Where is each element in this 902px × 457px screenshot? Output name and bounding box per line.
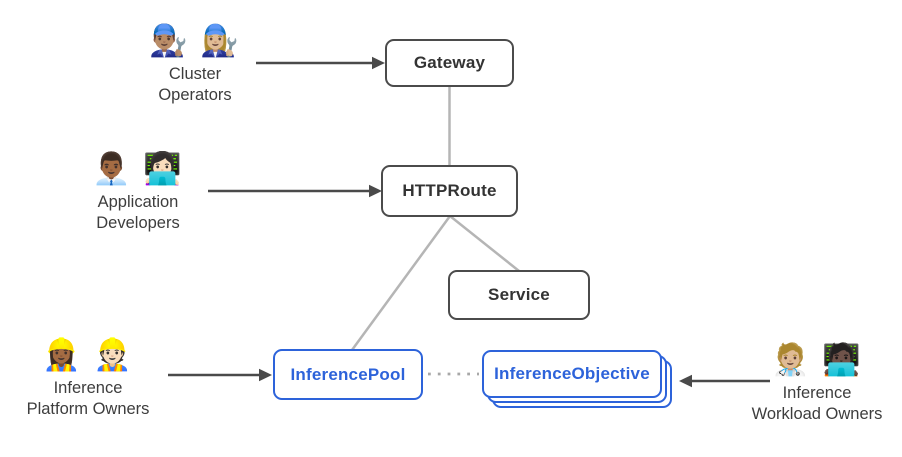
inference-workload-owners-emoji: 🧑🏼‍⚕️ 🧑🏿‍💻: [771, 342, 863, 377]
application-developers-emoji: 👨🏾‍💼 👩🏻‍💻: [92, 151, 184, 186]
node-gateway: Gateway: [385, 39, 514, 87]
arrow-platform-owners-to-inferencepool: [168, 368, 272, 382]
node-inferenceobjective: InferenceObjective: [482, 350, 674, 410]
node-inferenceobjective-front: InferenceObjective: [482, 350, 662, 398]
edge-httproute-inferencepool: [350, 215, 452, 351]
node-httproute-label: HTTPRoute: [402, 181, 497, 200]
arrow-cluster-operators-to-gateway: [256, 56, 385, 70]
arrowhead-right-icon: [369, 184, 382, 198]
arrowhead-left-icon: [679, 374, 692, 388]
node-service: Service: [448, 270, 590, 320]
edge-httproute-service: [449, 215, 520, 272]
node-inferencepool: InferencePool: [273, 349, 423, 400]
arrow-workload-owners-to-inferenceobjective: [679, 374, 770, 388]
node-httproute: HTTPRoute: [381, 165, 518, 217]
arrow-application-developers-to-httproute: [208, 184, 382, 198]
persona-cluster-operators: 👨🏽‍🔧 👩🏼‍🔧 Cluster Operators: [115, 20, 275, 106]
arrowhead-right-icon: [372, 56, 385, 70]
persona-cluster-operators-label: Cluster Operators: [158, 65, 232, 104]
persona-application-developers-label: Application Developers: [96, 193, 180, 232]
inference-platform-owners-emoji: 👷🏾‍♀️ 👷🏻: [42, 337, 134, 372]
cluster-operators-emoji: 👨🏽‍🔧 👩🏼‍🔧: [149, 23, 241, 58]
persona-inference-workload-owners: 🧑🏼‍⚕️ 🧑🏿‍💻 Inference Workload Owners: [737, 339, 897, 425]
node-service-label: Service: [488, 285, 550, 304]
arrowhead-right-icon: [259, 368, 272, 382]
node-gateway-label: Gateway: [413, 53, 486, 72]
node-inferenceobjective-label: InferenceObjective: [494, 364, 650, 383]
persona-inference-platform-owners-label: Inference Platform Owners: [26, 379, 150, 418]
node-inferencepool-label: InferencePool: [290, 364, 406, 384]
persona-application-developers: 👨🏾‍💼 👩🏻‍💻 Application Developers: [58, 148, 218, 234]
persona-inference-workload-owners-label: Inference Workload Owners: [751, 384, 883, 423]
persona-inference-platform-owners: 👷🏾‍♀️ 👷🏻 Inference Platform Owners: [8, 334, 168, 420]
